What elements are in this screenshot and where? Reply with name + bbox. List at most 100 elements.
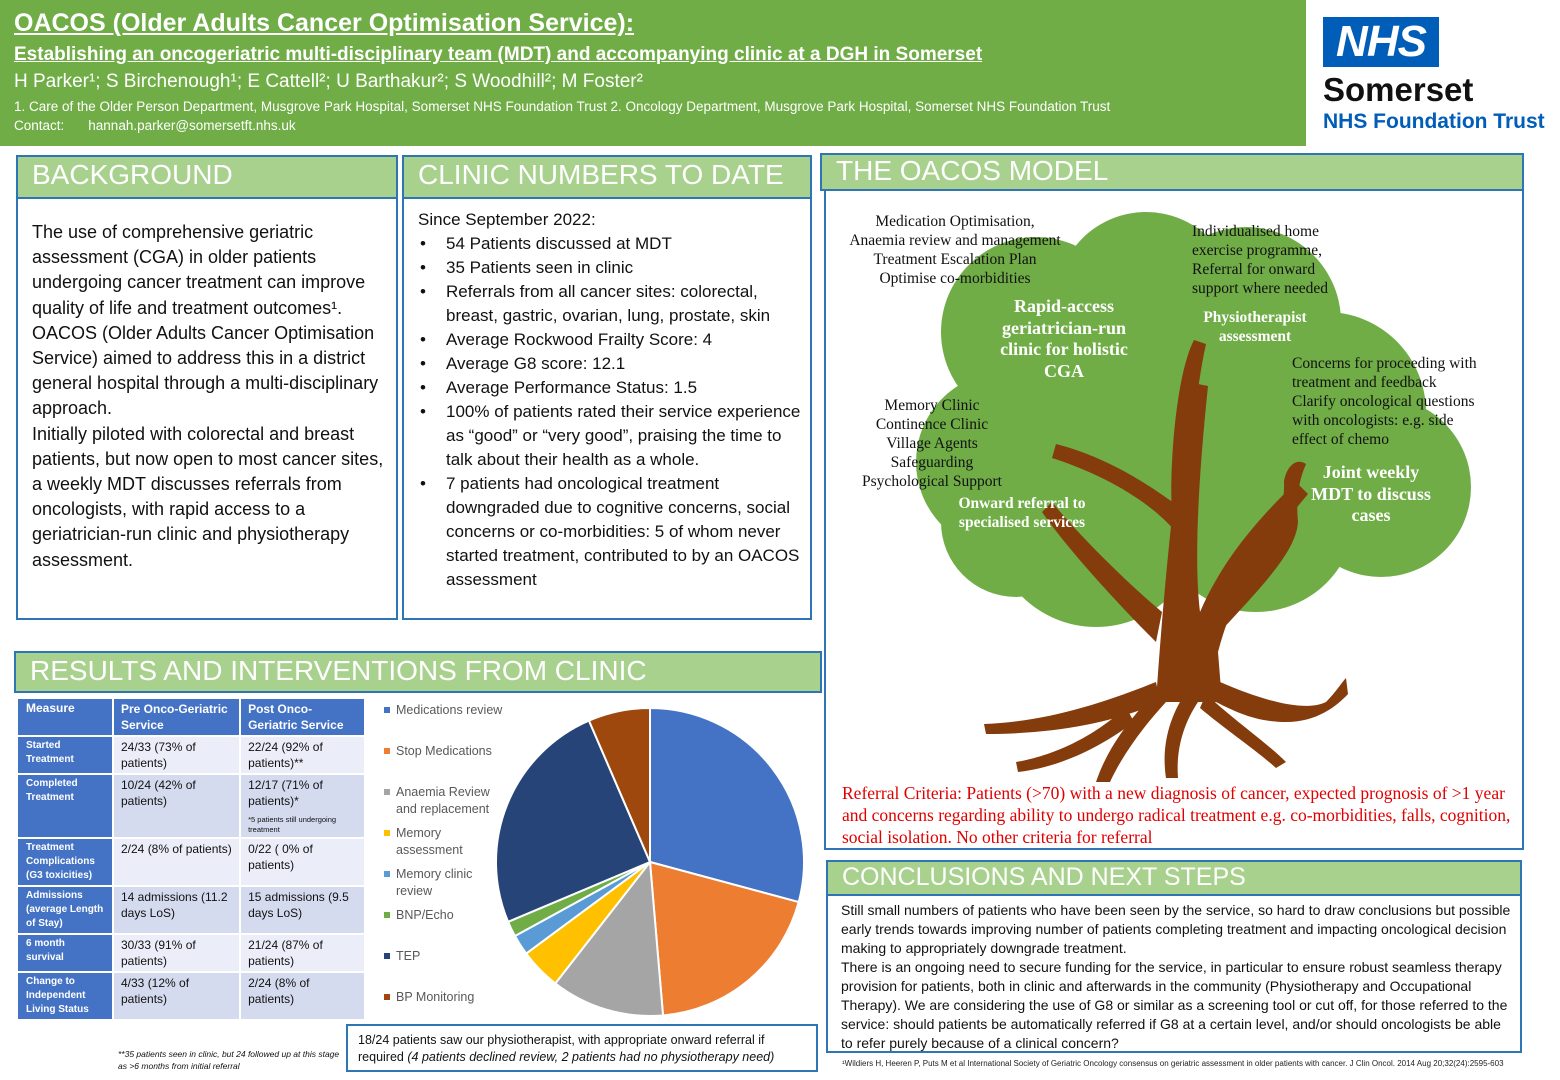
legend-item: Memory assessment [384,825,504,866]
tree-bold-line: cases [1351,505,1391,525]
legend-label: Anaemia Review and replacement [396,785,490,816]
tree-label-line: with oncologists: e.g. side [1292,412,1454,429]
tree-label-line: Anaemia review and management [849,232,1061,249]
legend-label: Medications review [396,703,503,717]
exercise-text: Individualised home exercise programme, … [1192,222,1392,298]
poster-subtitle: Establishing an oncogeriatric multi-disc… [14,44,983,65]
column-header: Post Onco-Geriatric Service [241,699,364,735]
tree-bold-line: Joint weekly [1322,462,1420,482]
poster-title: OACOS (Older Adults Cancer Optimisation … [14,9,635,37]
conclusions-heading: CONCLUSIONS AND NEXT STEPS [826,860,1522,896]
contact-email[interactable]: hannah.parker@somersetft.nhs.uk [88,118,296,133]
column-header: Measure [18,699,112,735]
tree-bold-line: specialised services [958,514,1086,531]
conclusions-text: Still small numbers of patients who have… [841,901,1511,1053]
tree-bold-line: Onward referral to [958,495,1086,512]
measure-cell: Started Treatment [18,737,112,773]
clinic-numbers-intro: Since September 2022: [418,210,596,229]
nhs-logo-box: NHS [1323,17,1439,67]
tree-bold-line: Rapid-access [1014,296,1114,316]
logo-trust-name: NHS Foundation Trust [1323,110,1545,133]
tree-label-line: support where needed [1192,280,1329,297]
measure-cell: Treatment Complications (G3 toxicities) [18,839,112,885]
clinic-numbers-panel: Since September 2022: 54 Patients discus… [402,186,812,620]
background-paragraph: The use of comprehensive geriatric asses… [32,222,366,318]
list-item: 7 patients had oncological treatment dow… [418,472,802,592]
clinic-numbers-heading: CLINIC NUMBERS TO DATE [402,155,812,199]
pie-slice [649,706,805,904]
legend-swatch [384,994,390,1000]
tree-label-line: Medication Optimisation, [875,213,1035,230]
tree-bold-line: Physiotherapist [1203,309,1307,326]
legend-label: Memory clinic review [396,867,473,898]
poster-header: OACOS (Older Adults Cancer Optimisation … [0,0,1306,146]
list-item: Average Rockwood Frailty Score: 4 [418,328,802,352]
table-row: 6 month survival 30/33 (91% of patients)… [18,935,364,971]
services-text: Memory Clinic Continence Clinic Village … [842,396,1022,491]
background-paragraph: OACOS (Older Adults Cancer Optimisation … [32,322,379,419]
legend-item: Memory clinic review [384,866,504,907]
pie-slice [553,859,665,1017]
physio-label: Physiotherapist assessment [1180,308,1330,346]
table-header-row: Measure Pre Onco-Geriatric Service Post … [18,699,364,735]
legend-label: BP Monitoring [396,990,475,1004]
tree-trunk [984,340,1348,782]
results-heading: RESULTS AND INTERVENTIONS FROM CLINIC [14,651,822,693]
reference: ¹Wildiers H, Heeren P, Puts M et al Inte… [842,1059,1504,1068]
list-item: 35 Patients seen in clinic [418,256,802,280]
legend-item: Medications review [384,702,504,743]
table-footnote: **35 patients seen in clinic, but 24 fol… [118,1049,340,1071]
list-item: Average Performance Status: 1.5 [418,376,802,400]
legend-swatch [384,912,390,918]
contact-line: Contact:hannah.parker@somersetft.nhs.uk [14,116,1292,135]
measure-cell: 6 month survival [18,935,112,971]
legend-label: Memory assessment [396,826,463,857]
pre-cell: 2/24 (8% of patients) [114,839,240,885]
table-row: Completed Treatment 10/24 (42% of patien… [18,775,364,837]
list-item: Average G8 score: 12.1 [418,352,802,376]
pre-cell: 14 admissions (11.2 days LoS) [114,887,240,933]
post-note: *5 patients still undergoing treatment [248,815,337,834]
tree-label-line: exercise programme, [1192,242,1322,259]
results-table: Measure Pre Onco-Geriatric Service Post … [16,697,366,1021]
table-row: Started Treatment 24/33 (73% of patients… [18,737,364,773]
medication-text: Medication Optimisation, Anaemia review … [830,212,1080,288]
oacos-model-panel: Medication Optimisation, Anaemia review … [824,180,1524,850]
legend-label: Stop Medications [396,744,492,758]
background-paragraph: Initially piloted with colorectal and br… [32,423,384,570]
legend-label: TEP [396,949,421,963]
mdt-label: Joint weekly MDT to discuss cases [1286,462,1456,527]
legend-label: BNP/Echo [396,908,454,922]
tree-label-line: Concerns for proceeding with [1292,355,1477,372]
tree-bold-line: CGA [1044,360,1084,381]
tree-label-line: Clarify oncological questions [1292,393,1475,410]
legend-swatch [384,871,390,877]
clinic-label: Rapid-access geriatrician-run clinic for… [974,296,1154,382]
post-cell: 12/17 (71% of patients)* *5 patients sti… [241,775,364,837]
interventions-pie-chart [495,706,805,1017]
background-heading: BACKGROUND [16,155,398,199]
tree-label-line: Individualised home [1192,223,1319,240]
measure-cell: Change to Independent Living Status [18,973,112,1019]
tree-label-line: Continence Clinic [875,416,989,433]
legend-item: BP Monitoring [384,989,504,1030]
tree-label-line: Referral for onward [1192,261,1316,278]
tree-label-line: treatment and feedback [1292,374,1437,391]
physio-note: 18/24 patients saw our physiotherapist, … [358,1033,765,1064]
authors: H Parker¹; S Birchenough¹; E Cattell²; U… [14,71,643,92]
legend-swatch [384,830,390,836]
oacos-model-heading: THE OACOS MODEL [820,153,1524,191]
list-item: Referrals from all cancer sites: colorec… [418,280,802,328]
legend-item: BNP/Echo [384,907,504,948]
physio-note-detail: (4 patients declined review, 2 patients … [407,1050,775,1064]
tree-label-line: Optimise co-morbidities [879,270,1031,287]
post-cell: 2/24 (8% of patients) [241,973,364,1019]
post-cell: 21/24 (87% of patients) [241,935,364,971]
tree-label-line: effect of chemo [1292,431,1389,448]
table-row: Treatment Complications (G3 toxicities) … [18,839,364,885]
list-item: 100% of patients rated their service exp… [418,400,802,472]
background-panel: The use of comprehensive geriatric asses… [16,186,398,620]
list-item: 54 Patients discussed at MDT [418,232,802,256]
measure-cell: Admissions (average Length of Stay) [18,887,112,933]
